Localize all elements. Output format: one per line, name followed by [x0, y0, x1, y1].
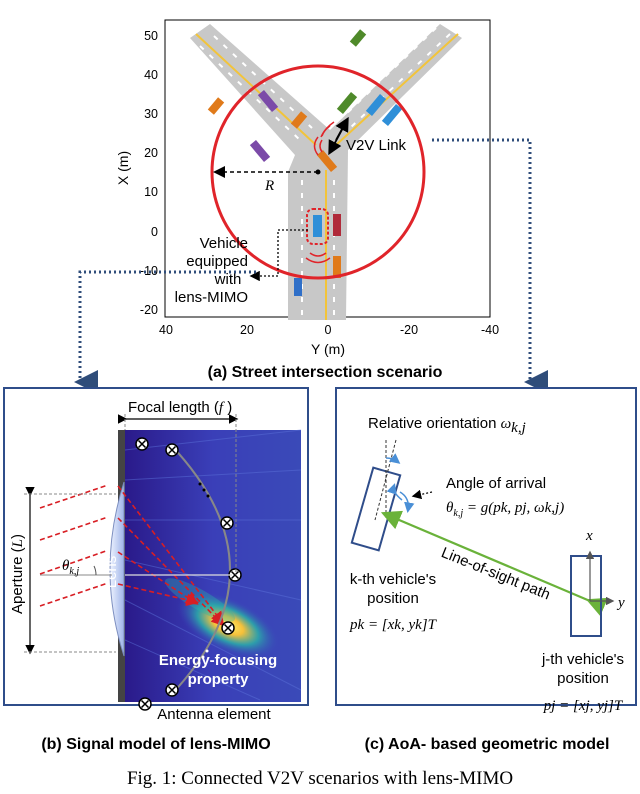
vehicle-annotation: Vehicle equipped with lens-MIMO	[175, 235, 248, 306]
vehicle	[257, 90, 279, 112]
panel-b-lens-mimo: Lens	[3, 387, 309, 753]
vehicle	[349, 29, 367, 47]
vehicle-j-caption: j-th vehicle's position pj = [xj, yj]T	[541, 651, 624, 714]
antenna-element	[220, 516, 234, 530]
coverage-circle	[210, 64, 426, 280]
vehicle-label-line: equipped	[186, 253, 248, 270]
x-tick: 20	[240, 323, 254, 337]
antenna-element	[221, 621, 235, 635]
vehicle-label-line: Vehicle	[200, 235, 248, 252]
vehicles	[207, 29, 403, 296]
y-tick: -10	[140, 264, 158, 278]
vehicle	[294, 278, 302, 296]
antenna-element	[138, 697, 152, 711]
heading-axis	[374, 439, 397, 521]
vehicle	[249, 140, 271, 162]
focal-arc	[169, 443, 231, 697]
orientation-label: Relative orientation ωk,j	[368, 415, 526, 436]
jth-line: j-th vehicle's	[541, 651, 624, 668]
jth-line: position	[557, 670, 609, 687]
vehicle-label-line: lens-MIMO	[175, 289, 248, 306]
aoa-arc	[399, 491, 415, 513]
energy-label: property	[188, 671, 250, 688]
connector-to-b	[74, 270, 256, 394]
panel-b-caption: (b) Signal model of lens-MIMO	[41, 736, 270, 753]
vehicle	[333, 256, 341, 278]
v2v-label: V2V Link	[346, 137, 407, 154]
antenna-elements	[135, 437, 242, 711]
x-tick: 0	[325, 323, 332, 337]
x-tick: -20	[400, 323, 418, 337]
kth-line: position	[367, 590, 419, 607]
panel-c-aoa-model: Relative orientation ωk,j Angle of arriv…	[335, 387, 637, 753]
orientation-arc	[385, 453, 401, 464]
panel-a-caption: (a) Street intersection scenario	[208, 364, 443, 381]
axis-y-label: y	[616, 595, 625, 611]
theta-label: θk,j	[62, 558, 79, 577]
antenna-element	[165, 443, 179, 457]
y-tick: 0	[151, 225, 158, 239]
aperture-label: Aperture (L)	[9, 534, 26, 614]
vehicle-label-line: with	[214, 271, 242, 288]
axis-x-label: x	[585, 528, 593, 544]
energy-label: Energy-focusing	[159, 652, 277, 669]
vehicle-pointer	[249, 229, 308, 282]
antenna-element	[165, 683, 179, 697]
panel-c-caption: (c) AoA- based geometric model	[365, 736, 610, 753]
y-axis-label: X (m)	[115, 151, 131, 185]
vehicle	[290, 111, 308, 129]
y-axis: 50 40 30 20 10 0 -10 -20 X (m)	[115, 29, 158, 317]
kth-formula: pk = [xk, yk]T	[349, 617, 438, 633]
ego-vehicle	[313, 215, 322, 237]
lens-label: Lens	[103, 556, 120, 589]
vehicle	[336, 92, 358, 114]
signal-arcs	[305, 121, 335, 264]
aoa-label: Angle of arrival	[446, 475, 546, 492]
figure-caption: Fig. 1: Connected V2V scenarios with len…	[126, 768, 514, 789]
vehicle	[381, 104, 403, 126]
y-tick: 10	[144, 185, 158, 199]
vehicle-k-caption: k-th vehicle's position pk = [xk, yk]T	[349, 571, 438, 633]
aoa-pointer	[411, 489, 433, 500]
incoming-rays	[39, 484, 109, 607]
vehicle	[365, 94, 387, 116]
x-tick: 40	[159, 323, 173, 337]
refracted-rays	[117, 485, 225, 627]
theta-arc	[93, 565, 97, 576]
lens-shape	[109, 481, 125, 657]
vehicle	[333, 214, 341, 236]
aoa-arc-reverse	[386, 483, 403, 501]
los-path	[380, 510, 609, 617]
kth-line: k-th vehicle's	[350, 571, 436, 588]
x-axis: 40 20 0 -20 -40 Y (m)	[159, 323, 499, 357]
jth-formula: pj = [xj, yj]T	[543, 698, 624, 714]
x-axis-label: Y (m)	[311, 341, 345, 357]
v2v-arrow-reverse	[335, 116, 349, 141]
y-tick: -20	[140, 303, 158, 317]
antenna-label: Antenna element	[157, 706, 271, 723]
vehicle	[207, 97, 225, 115]
focal-length-label: Focal length (f )	[128, 399, 232, 416]
ego-highlight	[306, 208, 329, 245]
y-tick: 30	[144, 107, 158, 121]
ellipsis-dots	[197, 482, 210, 665]
radius-label: R	[264, 178, 274, 194]
y-tick: 40	[144, 68, 158, 82]
panel-a-street-scenario: R V2V Link Vehicle equipped with lens-MI…	[74, 19, 548, 394]
vehicle	[316, 150, 338, 172]
x-tick: -40	[481, 323, 499, 337]
antenna-element	[135, 437, 149, 451]
y-tick: 50	[144, 29, 158, 43]
circle-center	[315, 169, 321, 175]
y-tick: 20	[144, 146, 158, 160]
